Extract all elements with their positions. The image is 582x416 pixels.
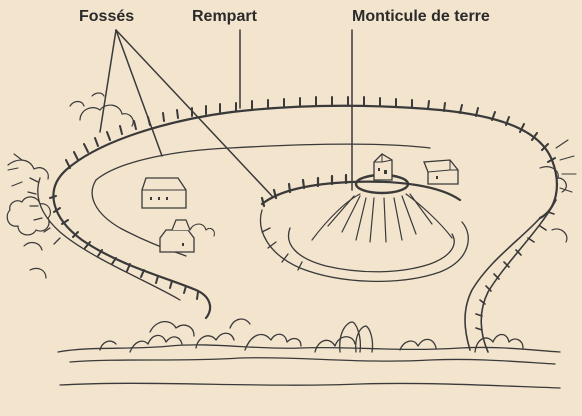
- label-monticule: Monticule de terre: [352, 8, 490, 26]
- pointer-fosses-inner: [116, 30, 162, 156]
- right-ditch: [465, 200, 556, 352]
- label-rempart: Rempart: [192, 8, 257, 26]
- left-hills: [7, 93, 567, 278]
- outer-rampart-palisade: [53, 106, 556, 318]
- inner-ditch: [28, 144, 430, 300]
- bailey-trees: [190, 224, 214, 236]
- pointer-fosses-outer: [100, 30, 116, 132]
- pointer-fosses-motte: [116, 30, 272, 196]
- label-fosses: Fossés: [79, 8, 134, 26]
- bailey-house-main: [142, 178, 186, 208]
- house-right: [424, 160, 458, 184]
- foreground-vegetation: [58, 319, 560, 388]
- tower: [356, 154, 408, 193]
- mound: [312, 194, 452, 242]
- bailey-house-small: [160, 220, 194, 252]
